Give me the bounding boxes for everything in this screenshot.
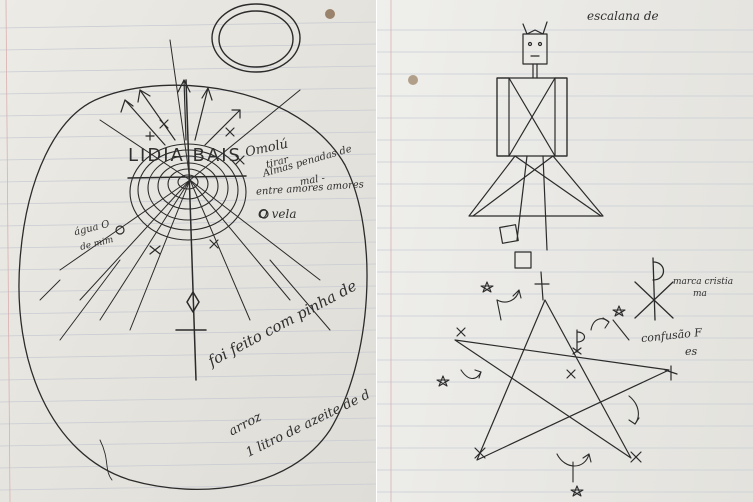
central-axis <box>127 79 247 381</box>
right-drawing <box>377 0 753 502</box>
small-crosses <box>115 155 269 255</box>
top-arrows <box>120 79 241 146</box>
left-notebook-page-photo: LIDIA BAIS Omolú tirar Almas penadas de … <box>0 0 376 502</box>
chi-rho-symbol <box>634 257 674 321</box>
chi-rho-note-line-2: ma <box>693 289 707 299</box>
bottom-marks <box>39 279 113 481</box>
left-drawing <box>0 0 376 502</box>
stain-spot-right <box>408 75 418 85</box>
right-notebook-page-photo: escalana de marca cristia ma confusão F … <box>377 0 753 502</box>
large-star <box>454 271 678 463</box>
large-oval <box>18 84 368 491</box>
rule-lines-right <box>377 29 753 493</box>
rule-lines <box>0 21 376 491</box>
small-stars <box>436 281 626 497</box>
double-circle <box>211 3 301 73</box>
name-lidia-bais: LIDIA BAIS <box>128 145 242 166</box>
label-vela: O vela <box>258 207 297 221</box>
left-paper <box>0 0 376 502</box>
stick-figure <box>468 21 604 269</box>
confusion-note-line-2: es <box>685 345 698 358</box>
photo-divider <box>376 0 377 502</box>
diagonal-rays <box>59 39 331 341</box>
stain-spot <box>325 9 335 19</box>
margin-line <box>5 0 11 502</box>
chi-rho-note-line-1: marca cristia <box>673 277 734 287</box>
curved-arrows <box>460 289 640 483</box>
top-note: escalana de <box>587 9 659 23</box>
